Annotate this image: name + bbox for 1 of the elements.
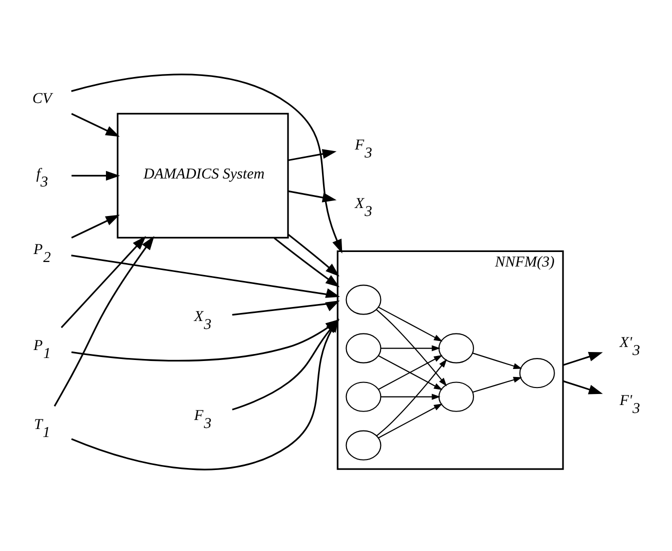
node-text: CV (32, 90, 52, 107)
